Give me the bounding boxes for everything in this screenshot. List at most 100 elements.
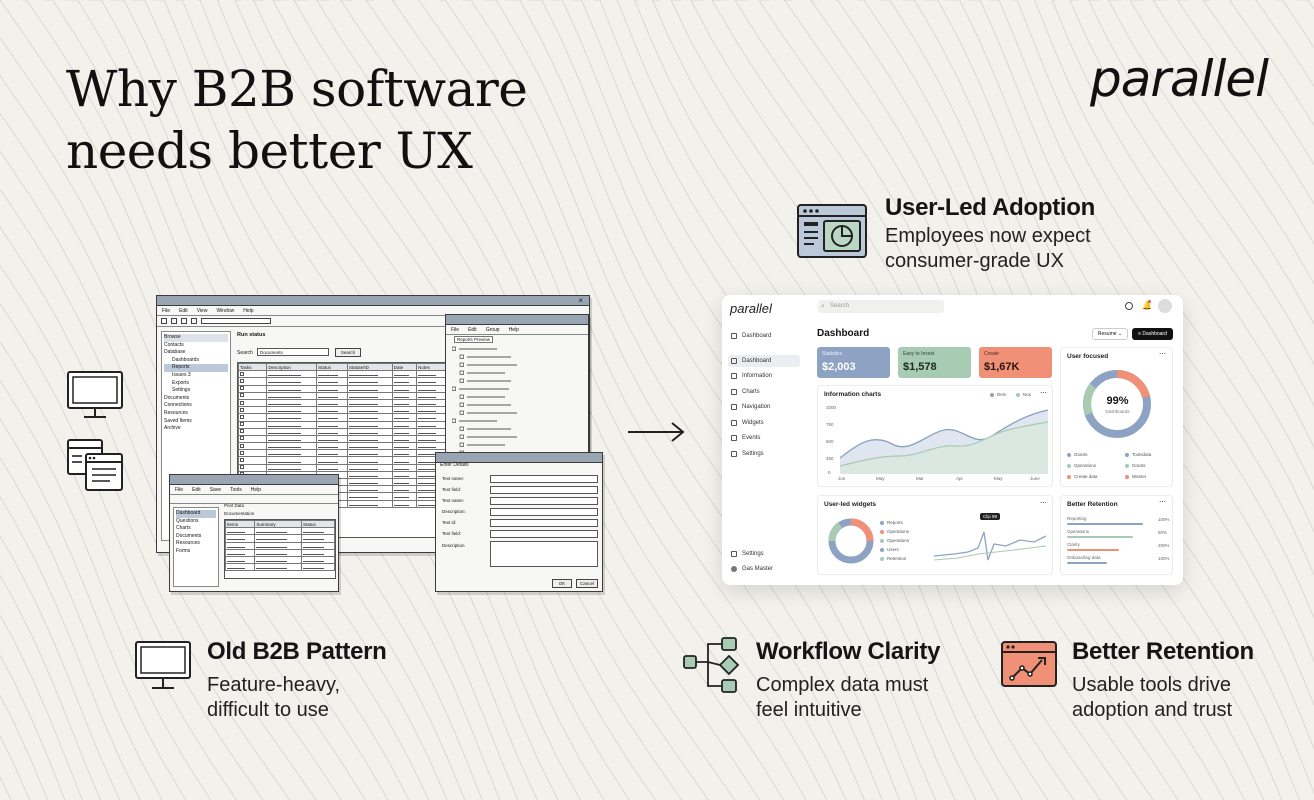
menu-help[interactable]: Help	[508, 327, 519, 333]
tree-toggle[interactable]	[459, 402, 464, 407]
tree-item[interactable]: Documents	[176, 532, 202, 539]
col-header[interactable]: Date	[391, 362, 418, 372]
tree-item[interactable]: Issues 3	[172, 371, 191, 378]
menu-view[interactable]: View	[196, 308, 208, 314]
row-checkbox[interactable]	[240, 407, 244, 412]
legacy-search-input[interactable]: Documents	[257, 348, 329, 356]
row-checkbox[interactable]	[240, 465, 244, 470]
col-header[interactable]: Statute/ID	[346, 362, 393, 372]
tree-toggle[interactable]	[452, 418, 456, 423]
help-icon[interactable]	[1125, 302, 1133, 310]
avatar[interactable]	[1158, 299, 1172, 313]
form-text-input[interactable]	[490, 519, 598, 527]
stat-card-invest[interactable]: Easy to Invest $1,578	[898, 347, 971, 378]
sidebar-item-dashboard[interactable]: Dashboard	[728, 355, 800, 367]
menu-edit[interactable]: Edit	[192, 487, 201, 493]
sidebar-item-settings-bottom[interactable]: Settings	[728, 548, 800, 560]
table-row[interactable]	[224, 548, 336, 557]
tree-item[interactable]: Contacts	[164, 341, 184, 348]
row-checkbox[interactable]	[240, 429, 244, 434]
row-checkbox[interactable]	[240, 378, 244, 383]
row-checkbox[interactable]	[240, 422, 244, 427]
tree-item[interactable]: Dashboard	[176, 510, 216, 518]
menu-group[interactable]: Group	[485, 327, 500, 333]
sidebar-item-home[interactable]: Dashboard	[728, 330, 800, 342]
sidebar-item-navigation[interactable]: Navigation	[728, 401, 800, 413]
table-row[interactable]	[237, 384, 446, 393]
close-icon[interactable]: ×	[578, 296, 583, 305]
tree-item[interactable]: Settings	[172, 387, 191, 394]
form-text-input[interactable]	[490, 497, 598, 505]
table-row[interactable]	[224, 555, 336, 565]
col-header[interactable]: Status	[300, 519, 336, 529]
primary-dashboard-button[interactable]: ≡ Dashboard	[1132, 328, 1173, 340]
row-checkbox[interactable]	[240, 393, 244, 398]
form-desc-textarea[interactable]	[490, 541, 598, 567]
tree-toggle[interactable]	[459, 370, 464, 375]
tree-toggle[interactable]	[459, 434, 464, 439]
menu-help[interactable]: Help	[250, 487, 262, 493]
form-text-input[interactable]	[490, 486, 598, 494]
tree-item[interactable]: Resources	[176, 540, 200, 547]
table-row[interactable]	[237, 434, 446, 444]
tree-item[interactable]: Dashboards	[172, 356, 199, 363]
col-header[interactable]: Tasks	[237, 362, 268, 372]
table-row[interactable]	[237, 398, 446, 408]
sidebar-item-settings[interactable]: Settings	[728, 448, 800, 460]
row-checkbox[interactable]	[240, 436, 244, 441]
tree-item[interactable]: Resources	[164, 409, 188, 416]
more-icon[interactable]: ⋯	[1040, 390, 1047, 397]
tree-item[interactable]: Database	[164, 349, 186, 356]
table-row[interactable]	[237, 442, 446, 451]
table-row[interactable]	[237, 377, 446, 386]
col-header[interactable]: Summary	[254, 519, 302, 529]
table-row[interactable]	[237, 427, 446, 436]
tree-toggle[interactable]	[452, 346, 456, 351]
row-checkbox[interactable]	[240, 371, 244, 376]
sidebar-item-charts[interactable]: Charts	[728, 386, 800, 398]
form-ok-button[interactable]: OK	[552, 579, 572, 588]
tree-toggle[interactable]	[459, 442, 464, 447]
dashboard-search-input[interactable]: ⌕ Search	[818, 300, 944, 313]
menu-edit[interactable]: Edit	[179, 308, 188, 314]
table-row[interactable]	[224, 541, 336, 550]
tree-item[interactable]: Forms	[176, 547, 191, 554]
bell-icon[interactable]: 🔔	[1142, 301, 1152, 310]
menu-window[interactable]: Window	[216, 308, 235, 314]
tree-item[interactable]: Documents	[164, 394, 190, 401]
row-checkbox[interactable]	[240, 443, 244, 448]
sidebar-item-information[interactable]: Information	[728, 370, 800, 382]
row-checkbox[interactable]	[240, 458, 244, 463]
table-row[interactable]	[224, 527, 336, 536]
menu-file[interactable]: File	[175, 487, 184, 493]
menu-save[interactable]: Save	[209, 487, 222, 493]
toolbar-print-icon[interactable]	[191, 318, 197, 324]
tree-item[interactable]: Saved Items	[164, 417, 192, 424]
tree-item[interactable]: Charts	[176, 525, 191, 532]
tree-item[interactable]: Questions	[176, 517, 199, 524]
row-checkbox[interactable]	[240, 400, 244, 405]
col-header[interactable]: Notes	[416, 362, 446, 372]
form-text-input[interactable]	[490, 508, 598, 516]
sidebar-user[interactable]: Gas Master	[728, 563, 800, 575]
table-row[interactable]	[237, 463, 446, 472]
col-header[interactable]: Description	[266, 362, 318, 372]
filter-button[interactable]: Resume ⌄	[1092, 328, 1128, 340]
stat-card-create[interactable]: Create $1,67K	[979, 347, 1052, 378]
legacy-search-button[interactable]: Search	[335, 348, 361, 357]
table-row[interactable]	[237, 370, 446, 379]
table-row[interactable]	[237, 406, 446, 415]
col-header[interactable]: Status	[316, 362, 348, 372]
table-row[interactable]	[237, 449, 446, 458]
row-checkbox[interactable]	[240, 414, 244, 419]
menu-help[interactable]: Help	[243, 308, 254, 314]
more-icon[interactable]: ⋯	[1040, 500, 1047, 507]
tree-toggle[interactable]	[459, 362, 464, 367]
tree-item[interactable]: Exports	[172, 379, 189, 386]
row-checkbox[interactable]	[240, 450, 244, 455]
form-text-input[interactable]	[490, 475, 598, 483]
more-icon[interactable]: ⋯	[1159, 351, 1166, 358]
tree-toggle[interactable]	[459, 378, 464, 383]
tree-toggle[interactable]	[459, 354, 464, 359]
menu-edit[interactable]: Edit	[468, 327, 477, 333]
